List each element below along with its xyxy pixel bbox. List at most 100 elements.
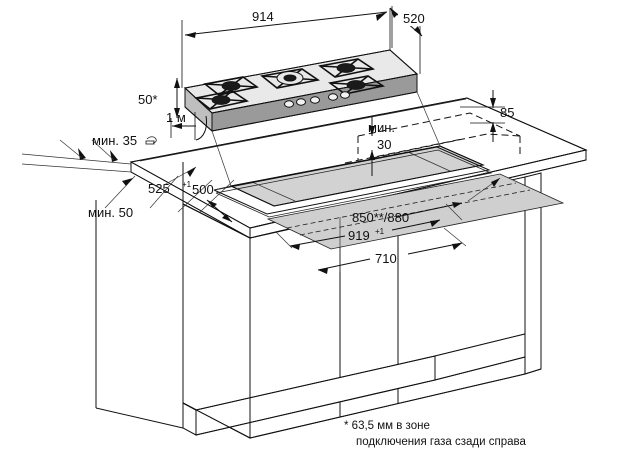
plinth-bottom-edge bbox=[195, 379, 436, 436]
leader-min35-a bbox=[21, 153, 132, 165]
dimension-height-range: 850**/880 bbox=[352, 177, 501, 225]
dim-label-525-tol: +1 bbox=[182, 180, 192, 189]
dim-label-50: 50* bbox=[138, 92, 158, 107]
cabinet-bottom-front-edge bbox=[249, 373, 526, 439]
dim-label-min-35: мин. 35 bbox=[92, 133, 137, 148]
arrow-min30-bottom bbox=[369, 150, 375, 160]
dimension-hob-height: 50* bbox=[138, 78, 180, 118]
plinth-top-edge bbox=[195, 355, 436, 411]
dim-label-919: 919 bbox=[348, 228, 370, 243]
dim-label-919-tol: +1 bbox=[375, 227, 385, 236]
plinth-bottom-edge-right bbox=[434, 356, 526, 381]
arrow-85-top bbox=[490, 98, 496, 108]
leader-min50-b bbox=[149, 175, 179, 209]
arrow-50-top bbox=[174, 78, 180, 88]
leader-500 bbox=[213, 185, 232, 191]
leader-525-c bbox=[199, 179, 235, 213]
gas-hose-curve bbox=[195, 115, 207, 141]
dimension-worktop-thickness: 85 bbox=[460, 90, 514, 142]
leader-min35-d bbox=[91, 139, 115, 161]
hob-frame-outline-inner bbox=[215, 149, 493, 218]
hob-frame-outline bbox=[213, 146, 491, 215]
arrow-850-end bbox=[491, 178, 500, 187]
worktop-cutout-group bbox=[213, 145, 565, 250]
arrow-min50 bbox=[122, 178, 133, 186]
burner-rear-right bbox=[336, 63, 356, 73]
arrow-520-a bbox=[390, 8, 398, 18]
gas-connector-base-icon bbox=[145, 140, 155, 145]
cabinet-bottom-left-edge bbox=[182, 402, 251, 439]
arrow-85-bottom bbox=[490, 122, 496, 132]
ext-919-right bbox=[445, 203, 463, 221]
burner-center-cap bbox=[283, 74, 297, 82]
arrow-914-left bbox=[185, 32, 196, 38]
burner-front-left bbox=[211, 95, 231, 105]
hob-control-knobs bbox=[284, 91, 350, 108]
leader-525-b bbox=[177, 179, 213, 213]
gas-connection-zone-band bbox=[266, 173, 565, 250]
worktop-assembly bbox=[95, 97, 588, 439]
footnote-line-2: подключения газа сзади справа bbox=[356, 436, 526, 448]
cutout-inner-line-2 bbox=[407, 151, 451, 172]
footnote-block: * 63,5 мм в зоне подключения газа сзади … bbox=[344, 420, 526, 448]
knob-3 bbox=[310, 96, 320, 104]
footnote-line-1: * 63,5 мм в зоне bbox=[344, 420, 430, 432]
leader-min35-c bbox=[59, 139, 83, 159]
hob-burners bbox=[211, 63, 366, 105]
knob-1 bbox=[284, 100, 294, 108]
dimension-cutout-depth: 525 +1 bbox=[148, 166, 235, 213]
arrow-50-bottom bbox=[174, 108, 180, 118]
dimension-hob-width: 914 bbox=[181, 8, 391, 88]
burner-rear-left bbox=[221, 81, 241, 91]
label-bg-914 bbox=[247, 8, 287, 23]
knob-2 bbox=[296, 98, 306, 106]
dimension-gas-pipe-length: 1 м bbox=[145, 110, 207, 145]
dim-label-850-880: 850**/880 bbox=[352, 210, 409, 225]
hidden-cutout-rear-right-3 bbox=[344, 138, 463, 164]
dim-label-914: 914 bbox=[252, 9, 274, 24]
arrow-710-right bbox=[452, 243, 462, 250]
dim-label-min: мин. bbox=[368, 120, 395, 135]
cutout-inner-line-1 bbox=[251, 181, 296, 202]
floor-line-left bbox=[95, 407, 184, 429]
knob-5 bbox=[340, 91, 350, 99]
burner-front-right bbox=[346, 80, 366, 90]
arrow-min35-2 bbox=[110, 150, 118, 162]
dimline-850-right bbox=[395, 202, 463, 218]
hob-drop-leader-right bbox=[416, 91, 441, 147]
arrow-919-left bbox=[290, 244, 300, 250]
dimline-710-left bbox=[317, 258, 371, 271]
arrow-520-b bbox=[414, 26, 422, 36]
ext-919-left bbox=[275, 231, 293, 249]
arrow-min30-top bbox=[369, 126, 375, 136]
hidden-outlines bbox=[344, 112, 521, 164]
cabinet-bottom-right-edge bbox=[524, 368, 542, 375]
arrow-710-left bbox=[318, 268, 328, 274]
dimension-min-rear: мин. 35 bbox=[21, 133, 137, 173]
hob-skirt-outline bbox=[184, 74, 418, 132]
dim-label-710: 710 bbox=[375, 251, 397, 266]
arrow-919-right bbox=[430, 220, 440, 227]
arrow-min35-1 bbox=[78, 148, 86, 160]
dimension-inner-depth: 500 bbox=[192, 182, 233, 223]
hob-drop-leader-left bbox=[211, 130, 232, 187]
dim-label-520: 520 bbox=[403, 11, 425, 26]
arrow-914-right bbox=[376, 12, 387, 21]
dimline-914 bbox=[184, 11, 388, 36]
dimension-min-side: мин. 50 bbox=[88, 175, 179, 220]
knob-4 bbox=[328, 93, 338, 101]
dim-label-500: 500 bbox=[192, 182, 214, 197]
dimension-cutout-width: 919 +1 bbox=[275, 203, 463, 250]
dim-label-1m: 1 м bbox=[166, 110, 186, 125]
arrow-525 bbox=[187, 167, 196, 177]
arrow-1m bbox=[172, 123, 182, 129]
ext-710-right bbox=[443, 227, 467, 247]
worktop-back-ledge bbox=[139, 98, 467, 162]
arrow-850-right bbox=[452, 202, 462, 208]
hidden-cutout-rear-right bbox=[357, 112, 521, 137]
dimension-min-front: мин. 30 bbox=[368, 116, 395, 176]
hidden-line-band-1 bbox=[286, 182, 517, 229]
dimension-hob-depth: 520 bbox=[389, 6, 438, 74]
